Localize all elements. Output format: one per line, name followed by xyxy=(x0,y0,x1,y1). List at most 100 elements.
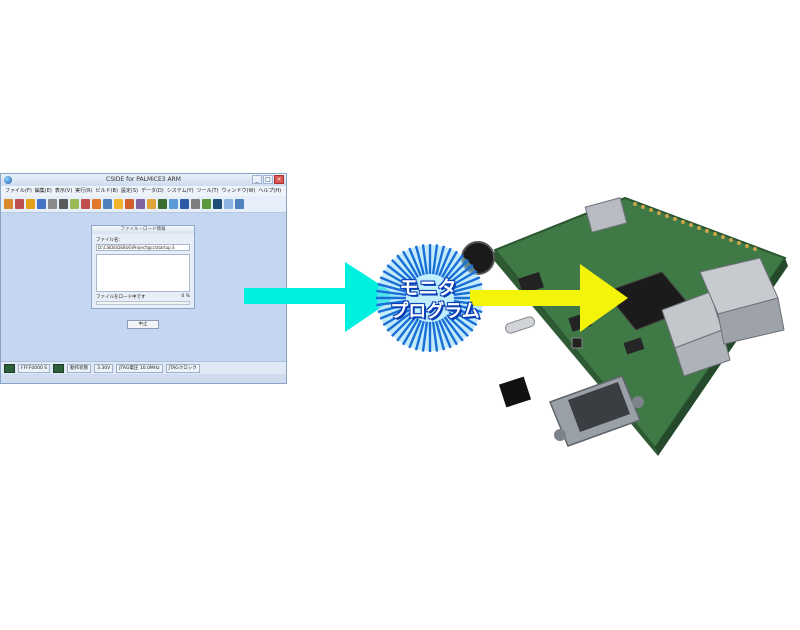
crystal xyxy=(504,316,536,334)
burst-ray xyxy=(401,318,420,346)
burst-ray xyxy=(450,269,478,288)
toolbar-button-18-icon[interactable] xyxy=(191,199,200,209)
toolbar-button-9-icon[interactable] xyxy=(92,199,101,209)
close-button[interactable]: × xyxy=(274,175,284,184)
toolbar-button-16-icon[interactable] xyxy=(169,199,178,209)
toolbar-button-21-icon[interactable] xyxy=(224,199,233,209)
burst-ray xyxy=(421,244,429,275)
toolbar-button-19-icon[interactable] xyxy=(202,199,211,209)
menu-build[interactable]: ビルド(B) xyxy=(95,188,118,194)
toolbar-button-12-icon[interactable] xyxy=(125,199,134,209)
toolbar-button-6-icon[interactable] xyxy=(59,199,68,209)
status-state: 動作状態 xyxy=(67,363,92,373)
burst-ray xyxy=(443,254,464,280)
burst-ray xyxy=(390,258,414,282)
toolbar-button-22-icon[interactable] xyxy=(235,199,244,209)
toolbar-button-4-icon[interactable] xyxy=(37,199,46,209)
push-button xyxy=(571,337,583,349)
burst-ray xyxy=(382,308,410,327)
burst-ray xyxy=(379,276,409,290)
burst-ray xyxy=(452,282,483,293)
chip-small-1 xyxy=(518,271,544,295)
burst-ray xyxy=(446,314,470,338)
toolbar-button-14-icon[interactable] xyxy=(147,199,156,209)
burst-ray xyxy=(396,254,417,280)
toolbar-button-17-icon[interactable] xyxy=(180,199,189,209)
status-jtag-clock: JTAGクロック xyxy=(165,363,200,373)
menu-window[interactable]: ウィンドウ(W) xyxy=(221,188,256,194)
ide-window: CSIDE for PALMiCE3 ARM _ □ × ファイル(F) 編集(… xyxy=(0,173,287,384)
toolbar-button-8-icon[interactable] xyxy=(81,199,90,209)
menu-data[interactable]: データ(D) xyxy=(140,188,164,194)
burst-ray xyxy=(440,318,459,346)
burst-ray xyxy=(396,316,417,342)
status-jtag-frequency: JTAG電圧 10.0MHz xyxy=(116,363,163,373)
status-bar: FFFF0000 S 動作状態 3.30V JTAG電圧 10.0MHz JTA… xyxy=(1,361,286,374)
menu-run[interactable]: 実行(R) xyxy=(75,188,93,194)
burst-ray xyxy=(438,247,452,277)
menu-view[interactable]: 表示(V) xyxy=(54,188,73,194)
load-status-text: ファイルをロード中です xyxy=(96,295,146,300)
menu-help[interactable]: ヘルプ(H) xyxy=(258,188,282,194)
toolbar-button-20-icon[interactable] xyxy=(213,199,222,209)
burst-ray xyxy=(379,306,409,320)
status-address: FFFF0000 S xyxy=(18,363,51,373)
monitor-label-line2: プログラム xyxy=(390,301,480,322)
status-voltage: 3.30V xyxy=(94,363,114,373)
burst-ray xyxy=(443,316,464,342)
minimize-button[interactable]: _ xyxy=(252,175,262,184)
header-pins xyxy=(633,202,757,251)
cyan-arrow xyxy=(244,262,398,332)
burst-ray xyxy=(376,299,407,307)
target-status-icon xyxy=(4,363,15,373)
burst-ray xyxy=(377,303,408,314)
toolbar-button-3-icon[interactable] xyxy=(26,199,35,209)
burst-ray xyxy=(408,247,422,277)
menu-settings[interactable]: 設定(S) xyxy=(120,188,138,194)
burst-icon xyxy=(376,244,484,352)
burst-ray xyxy=(386,311,412,332)
burst-ray xyxy=(446,258,470,282)
burst-ray xyxy=(448,264,474,285)
serial-screw-right xyxy=(632,396,644,408)
burst-ray xyxy=(376,289,407,297)
toolbar-button-7-icon[interactable] xyxy=(70,199,79,209)
toolbar-button-5-icon[interactable] xyxy=(48,199,57,209)
power-jack xyxy=(498,376,532,408)
bottom-strip xyxy=(1,374,286,383)
burst-ray xyxy=(414,245,425,276)
serial-screw-left xyxy=(554,429,566,441)
toolbar-button-15-icon[interactable] xyxy=(158,199,167,209)
load-log-box xyxy=(96,254,190,292)
burst-ray xyxy=(451,276,481,290)
monitor-label-line1: モニタ xyxy=(399,277,457,299)
app-icon xyxy=(4,176,12,184)
menu-edit[interactable]: 編集(E) xyxy=(34,188,52,194)
dialog-title: ファイル・ロード情報 xyxy=(92,226,194,234)
toolbar-button-11-icon[interactable] xyxy=(114,199,123,209)
toolbar-button-2-icon[interactable] xyxy=(15,199,24,209)
burst-ray xyxy=(401,250,420,278)
burst-ray xyxy=(448,311,474,332)
cancel-button[interactable]: 中止 xyxy=(127,320,159,329)
load-percent: 0 % xyxy=(181,294,190,299)
chip-small-3 xyxy=(623,337,645,355)
menu-file[interactable]: ファイル(F) xyxy=(5,188,32,194)
burst-ray xyxy=(431,244,439,275)
menu-tools[interactable]: ツール(T) xyxy=(196,188,219,194)
maximize-button[interactable]: □ xyxy=(263,175,273,184)
burst-ray xyxy=(450,308,478,327)
menu-system[interactable]: システム(Y) xyxy=(166,188,194,194)
file-load-dialog: ファイル・ロード情報 ファイル名： D:\CSIDE\DEBUG\Project… xyxy=(91,225,195,309)
toolbar-button-10-icon[interactable] xyxy=(103,199,112,209)
file-name-value: D:\CSIDE\DEBUG\Project\gcc\startup.S xyxy=(96,244,190,251)
toolbar-button-13-icon[interactable] xyxy=(136,199,145,209)
burst-ray xyxy=(382,269,410,288)
toolbar xyxy=(1,196,286,213)
run-status-icon xyxy=(53,363,65,373)
ide-titlebar: CSIDE for PALMiCE3 ARM _ □ × xyxy=(1,174,286,186)
burst-ray xyxy=(377,282,408,293)
toolbar-button-1-icon[interactable] xyxy=(4,199,13,209)
burst-ray xyxy=(452,303,483,314)
